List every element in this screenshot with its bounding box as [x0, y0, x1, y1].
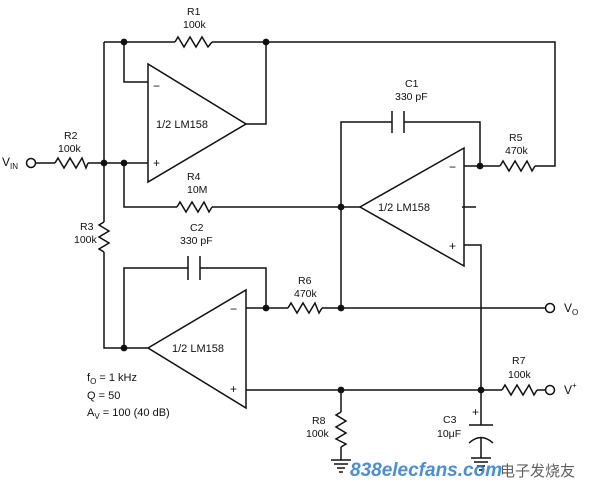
spec-q: Q = 50: [87, 390, 120, 402]
terminal-vplus: V+: [544, 381, 577, 397]
watermark: 838elecfans.com 电子发烧友: [350, 460, 575, 481]
resistor-r8: R8 100k: [306, 411, 348, 448]
r1-value: 100k: [183, 19, 207, 31]
r7-ref: R7: [512, 355, 526, 367]
opamp-b-label: 1/2 LM158: [378, 202, 430, 214]
c2-value: 330 pF: [180, 235, 213, 247]
opamp-b-minus-pin: −: [449, 160, 456, 174]
watermark-site-name: 电子发烧友: [500, 463, 575, 480]
resistor-r7: R7 100k: [501, 355, 538, 397]
r6-value: 470k: [294, 288, 318, 300]
vin-label: VIN: [2, 155, 18, 171]
capacitor-c2: C2 330 pF: [180, 222, 213, 280]
opamp-c-label: 1/2 LM158: [172, 343, 224, 355]
opamp-c-plus-pin: +: [230, 382, 237, 396]
opamp-b-plus-pin: +: [449, 239, 456, 253]
watermark-domain: 838elecfans.com: [350, 460, 502, 481]
r5-value: 470k: [505, 145, 529, 157]
capacitor-c3: + C3 10μF: [437, 405, 494, 444]
capacitor-c1: C1 330 pF: [391, 78, 428, 133]
terminal-vo: VO: [544, 301, 578, 317]
r7-value: 100k: [508, 369, 532, 381]
r2-value: 100k: [58, 143, 82, 155]
resistor-r1: R1 100k: [174, 6, 213, 49]
ground-symbol-r8: [331, 459, 351, 473]
resistor-r5: R5 470k: [499, 132, 536, 173]
c1-ref: C1: [405, 78, 419, 90]
r8-ref: R8: [312, 415, 326, 427]
spec-center-frequency: fO = 1 kHz: [87, 372, 137, 386]
r8-value: 100k: [306, 428, 330, 440]
opamp-a-label: 1/2 LM158: [156, 119, 208, 131]
resistor-r3: R3 100k: [74, 221, 111, 253]
opamp-c: − + 1/2 LM158: [146, 288, 247, 410]
c3-polarity-mark: +: [472, 405, 479, 419]
c2-ref: C2: [190, 222, 204, 234]
r4-ref: R4: [187, 171, 201, 183]
r3-ref: R3: [80, 221, 94, 233]
opamp-b: − + 1/2 LM158: [358, 146, 465, 268]
vplus-label: V+: [564, 381, 577, 397]
vo-label: VO: [564, 301, 578, 317]
c3-ref: C3: [443, 414, 457, 426]
junction-dots: [100, 38, 485, 394]
r3-value: 100k: [74, 234, 98, 246]
r4-value: 10M: [187, 184, 207, 196]
resistor-r4: R4 10M: [176, 171, 213, 214]
opamp-a-plus-pin: +: [153, 156, 160, 170]
spec-gain: AV = 100 (40 dB): [87, 407, 170, 421]
r5-ref: R5: [509, 132, 523, 144]
c3-value: 10μF: [437, 428, 461, 440]
c1-value: 330 pF: [395, 91, 428, 103]
r2-ref: R2: [64, 130, 78, 142]
resistor-r2: R2 100k: [54, 130, 89, 171]
opamp-a: − + 1/2 LM158: [147, 62, 248, 184]
opamp-c-minus-pin: −: [230, 302, 237, 316]
resistor-r6: R6 470k: [287, 275, 323, 315]
opamp-a-minus-pin: −: [153, 79, 160, 93]
r1-ref: R1: [187, 6, 201, 18]
r6-ref: R6: [298, 275, 312, 287]
ground-symbol-c3: [471, 457, 491, 471]
terminal-vin: VIN: [2, 155, 37, 171]
design-specs: fO = 1 kHz Q = 50 AV = 100 (40 dB): [87, 372, 170, 421]
